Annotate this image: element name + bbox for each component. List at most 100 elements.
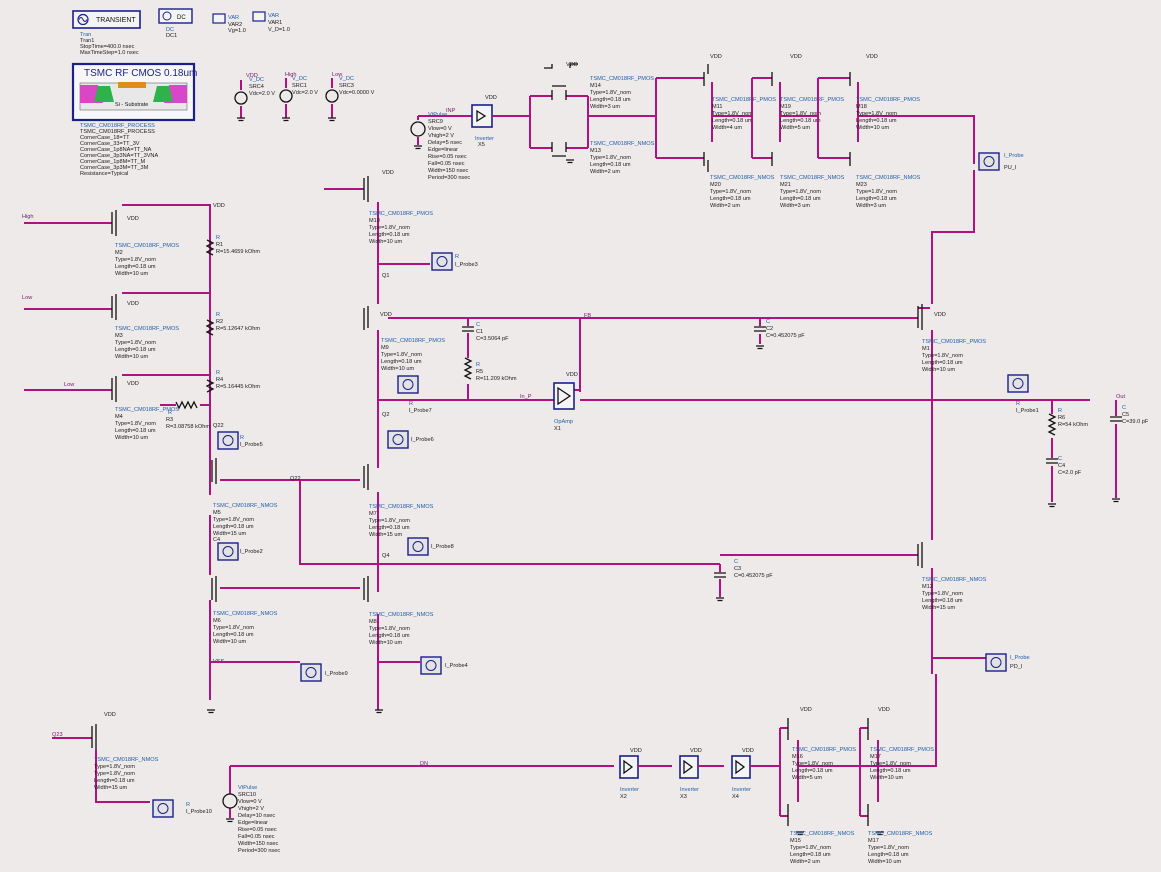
net-label: VDD (866, 54, 878, 60)
mos-width: Width=5 um (780, 125, 810, 131)
mos-width: Width=2 um (710, 203, 740, 209)
mos-model: TSMC_CM018RF_PMOS (870, 747, 934, 753)
probe-4[interactable]: I_Probe4 (378, 656, 468, 675)
net-label: Q2 (382, 412, 389, 418)
probe-5[interactable]: R I_Probe5 (217, 431, 263, 450)
inverter-x3[interactable]: VDD Inverter X3 (679, 748, 724, 800)
mos-type: Type=1.8V_nom (856, 111, 897, 117)
cap-inst: C5 (1122, 412, 1129, 418)
probe-10[interactable]: R I_Probe10 (152, 799, 212, 818)
inverter-stage-m18-m23[interactable]: VDD TSMC_CM018RF_PMOS M18 Type=1.8V_nom … (817, 54, 975, 209)
mos-id: M4 (115, 414, 123, 420)
mos-width: Width=10 um (922, 367, 955, 373)
net-label: C4 (213, 537, 220, 543)
mos-type: Type=1.8V_nom (94, 771, 135, 777)
pulse-line: Vlow=0 V (238, 799, 262, 805)
probe-6[interactable]: I_Probe6 (387, 430, 434, 449)
inverter-x2[interactable]: VDD Inverter X2 (619, 748, 672, 800)
mos-type: Type=1.8V_nom (712, 111, 753, 117)
pulse-line: Vhigh=2 V (428, 133, 454, 139)
probe-8[interactable]: I_Probe8 (407, 537, 454, 556)
opamp-x1[interactable]: VDD OpAmp X1 (553, 372, 578, 432)
probe-out: PU_I (1004, 165, 1017, 171)
pulse-line: Period=300 nsec (238, 848, 280, 854)
res-val: R=5.16445 kOhm (216, 384, 260, 390)
inv-type: Inverter (475, 136, 494, 142)
probe-3[interactable]: R I_Probe3 (431, 252, 478, 271)
inverter-stage-m16-m15[interactable]: VDD TSMC_CM018RF_PMOS M16 Type=1.8V_nom … (779, 707, 860, 865)
mos-len: Length=0.18 um (590, 162, 631, 168)
res-type: R (216, 370, 220, 376)
probe-2[interactable]: I_Probe2 (217, 542, 263, 561)
probe-pd[interactable]: I_Probe PD_I (860, 653, 1030, 767)
pulse-source-dn[interactable]: DN VtPulse SRC10 Vlow=0 V Vhigh=2 V Dela… (222, 761, 614, 854)
inverter-x5[interactable]: VDD Inverter X5 (471, 95, 530, 148)
src-val: Vdc=2.0 V (249, 91, 275, 97)
mos-len: Length=0.18 um (790, 852, 831, 858)
inverter-stage-m11-m20[interactable]: VDD TSMC_CM018RF_PMOS M11 Type=1.8V_nom … (655, 54, 776, 209)
probe-1[interactable]: R I_Probe1 (1007, 374, 1039, 414)
nmos-m2b[interactable]: Q23 VDD TSMC_CM018RF_NMOS Type=1.8V_nom … (52, 712, 159, 803)
mos-len: Length=0.18 um (868, 852, 909, 858)
mos-model: TSMC_CM018RF_PMOS (856, 97, 920, 103)
feedback-network[interactable]: C C1 C=3.5064 pF R R5 R=11.209 kOhm FB I… (299, 313, 1090, 602)
middle-column[interactable]: VDD Q1 VDD Q2 Q4 TSMC_CM018RF_PMOS M10 T… (324, 170, 445, 714)
process-block[interactable]: TSMC RF CMOS 0.18um Si - Substrate TSMC_… (71, 62, 197, 177)
res-val: R=11.209 kOhm (476, 376, 517, 382)
pulse-source-inp[interactable]: INP VtPulse SRC9 Vlow=0 V Vhigh=2 V Dela… (410, 108, 472, 181)
bias-ladder[interactable]: High Low Low VDD VDD VDD VDD R R1 R=15.4… (22, 203, 260, 465)
probe-pu[interactable]: I_Probe PU_I (931, 152, 1024, 302)
mos-type: Type=1.8V_nom (780, 189, 821, 195)
process-line: CornerCase_1p8NA=TT_NA (80, 147, 152, 153)
net-label: FB (584, 313, 591, 319)
opamp-inst: X1 (554, 426, 561, 432)
net-label: Q22 (213, 423, 224, 429)
net-label: VDD (566, 372, 578, 378)
probe-9[interactable]: I_Probe9 (210, 661, 348, 682)
output-stage[interactable]: VDD TSMC_CM018RF_PMOS M1 Type=1.8V_nom L… (720, 300, 992, 674)
cap-type: C (766, 319, 770, 325)
mos-model: TSMC_CM018RF_NMOS (94, 757, 159, 763)
cap-type: C (476, 322, 480, 328)
mos-type: Type=1.8V_nom (856, 189, 897, 195)
mos-id: M14 (590, 83, 601, 89)
mos-len: Length=0.18 um (369, 232, 410, 238)
mos-type: Type=1.8V_nom (590, 155, 631, 161)
inverter-x4[interactable]: VDD Inverter X4 (731, 748, 780, 800)
tgate-m14-m13[interactable]: VDD TSMC_CM018RF_PMOS M14 Type=1.8V_nom … (529, 62, 656, 175)
mos-type: Type=1.8V_nom (790, 845, 831, 851)
inverter-stage-m19-m21[interactable]: VDD TSMC_CM018RF_PMOS M19 Type=1.8V_nom … (751, 54, 845, 209)
dc-inst: DC1 (166, 33, 177, 39)
mos-width: Width=15 um (922, 605, 955, 611)
probe-label: I_Probe1 (1016, 408, 1039, 414)
net-label: High (22, 214, 34, 220)
var1-equation[interactable]: VAR VAR1 V_D=1.0 (252, 11, 290, 33)
mos-len: Length=0.18 um (712, 118, 753, 124)
var2-equation[interactable]: VAR VAR2 Vg=1.0 (212, 13, 246, 34)
transient-sim-control[interactable]: TRANSIENT Tran Tran1 StopTime=400.0 nsec… (72, 10, 141, 56)
mos-len: Length=0.18 um (115, 428, 156, 434)
res-inst: R2 (216, 319, 223, 325)
net-label: Q23 (52, 732, 63, 738)
output-load[interactable]: Out R R6 R=54 kOhm C C4 C=2.0 pF C C5 C=… (1046, 394, 1149, 508)
dc-source-vdd[interactable]: VDD V_DC SRC4 Vdc=2.0 V (234, 73, 275, 122)
nmos-m5-m6[interactable]: Q22 Q22 C4 VSS TSMC_CM018RF_NMOS M5 Type… (207, 423, 360, 714)
inverter-stage-m17[interactable]: VDD TSMC_CM018RF_PMOS M17 Type=1.8V_nom … (859, 707, 934, 865)
inv-type: Inverter (680, 787, 699, 793)
inv-vdd: VDD (485, 95, 497, 101)
inv-inst: X5 (478, 142, 485, 148)
mos-model: TSMC_CM018RF_NMOS (868, 831, 933, 837)
mos-id: M17 (868, 838, 879, 844)
net-label: Q1 (382, 273, 389, 279)
probe-7[interactable]: R I_Probe7 (397, 375, 432, 414)
dc-sim-control[interactable]: DC DC DC1 (158, 8, 193, 39)
dc-source-low[interactable]: Low V_DC SRC3 Vdc=0.0000 V (325, 72, 375, 122)
cap-inst: C4 (1058, 463, 1065, 469)
cap-val: C=39.0 pF (1122, 419, 1149, 425)
dc-source-high[interactable]: High V_DC SRC1 Vdc=2.0 V (279, 72, 318, 122)
net-label: VDD (934, 312, 946, 318)
inv-inst: X3 (680, 794, 687, 800)
net-label: VDD (878, 707, 890, 713)
mos-id: M3 (115, 333, 123, 339)
